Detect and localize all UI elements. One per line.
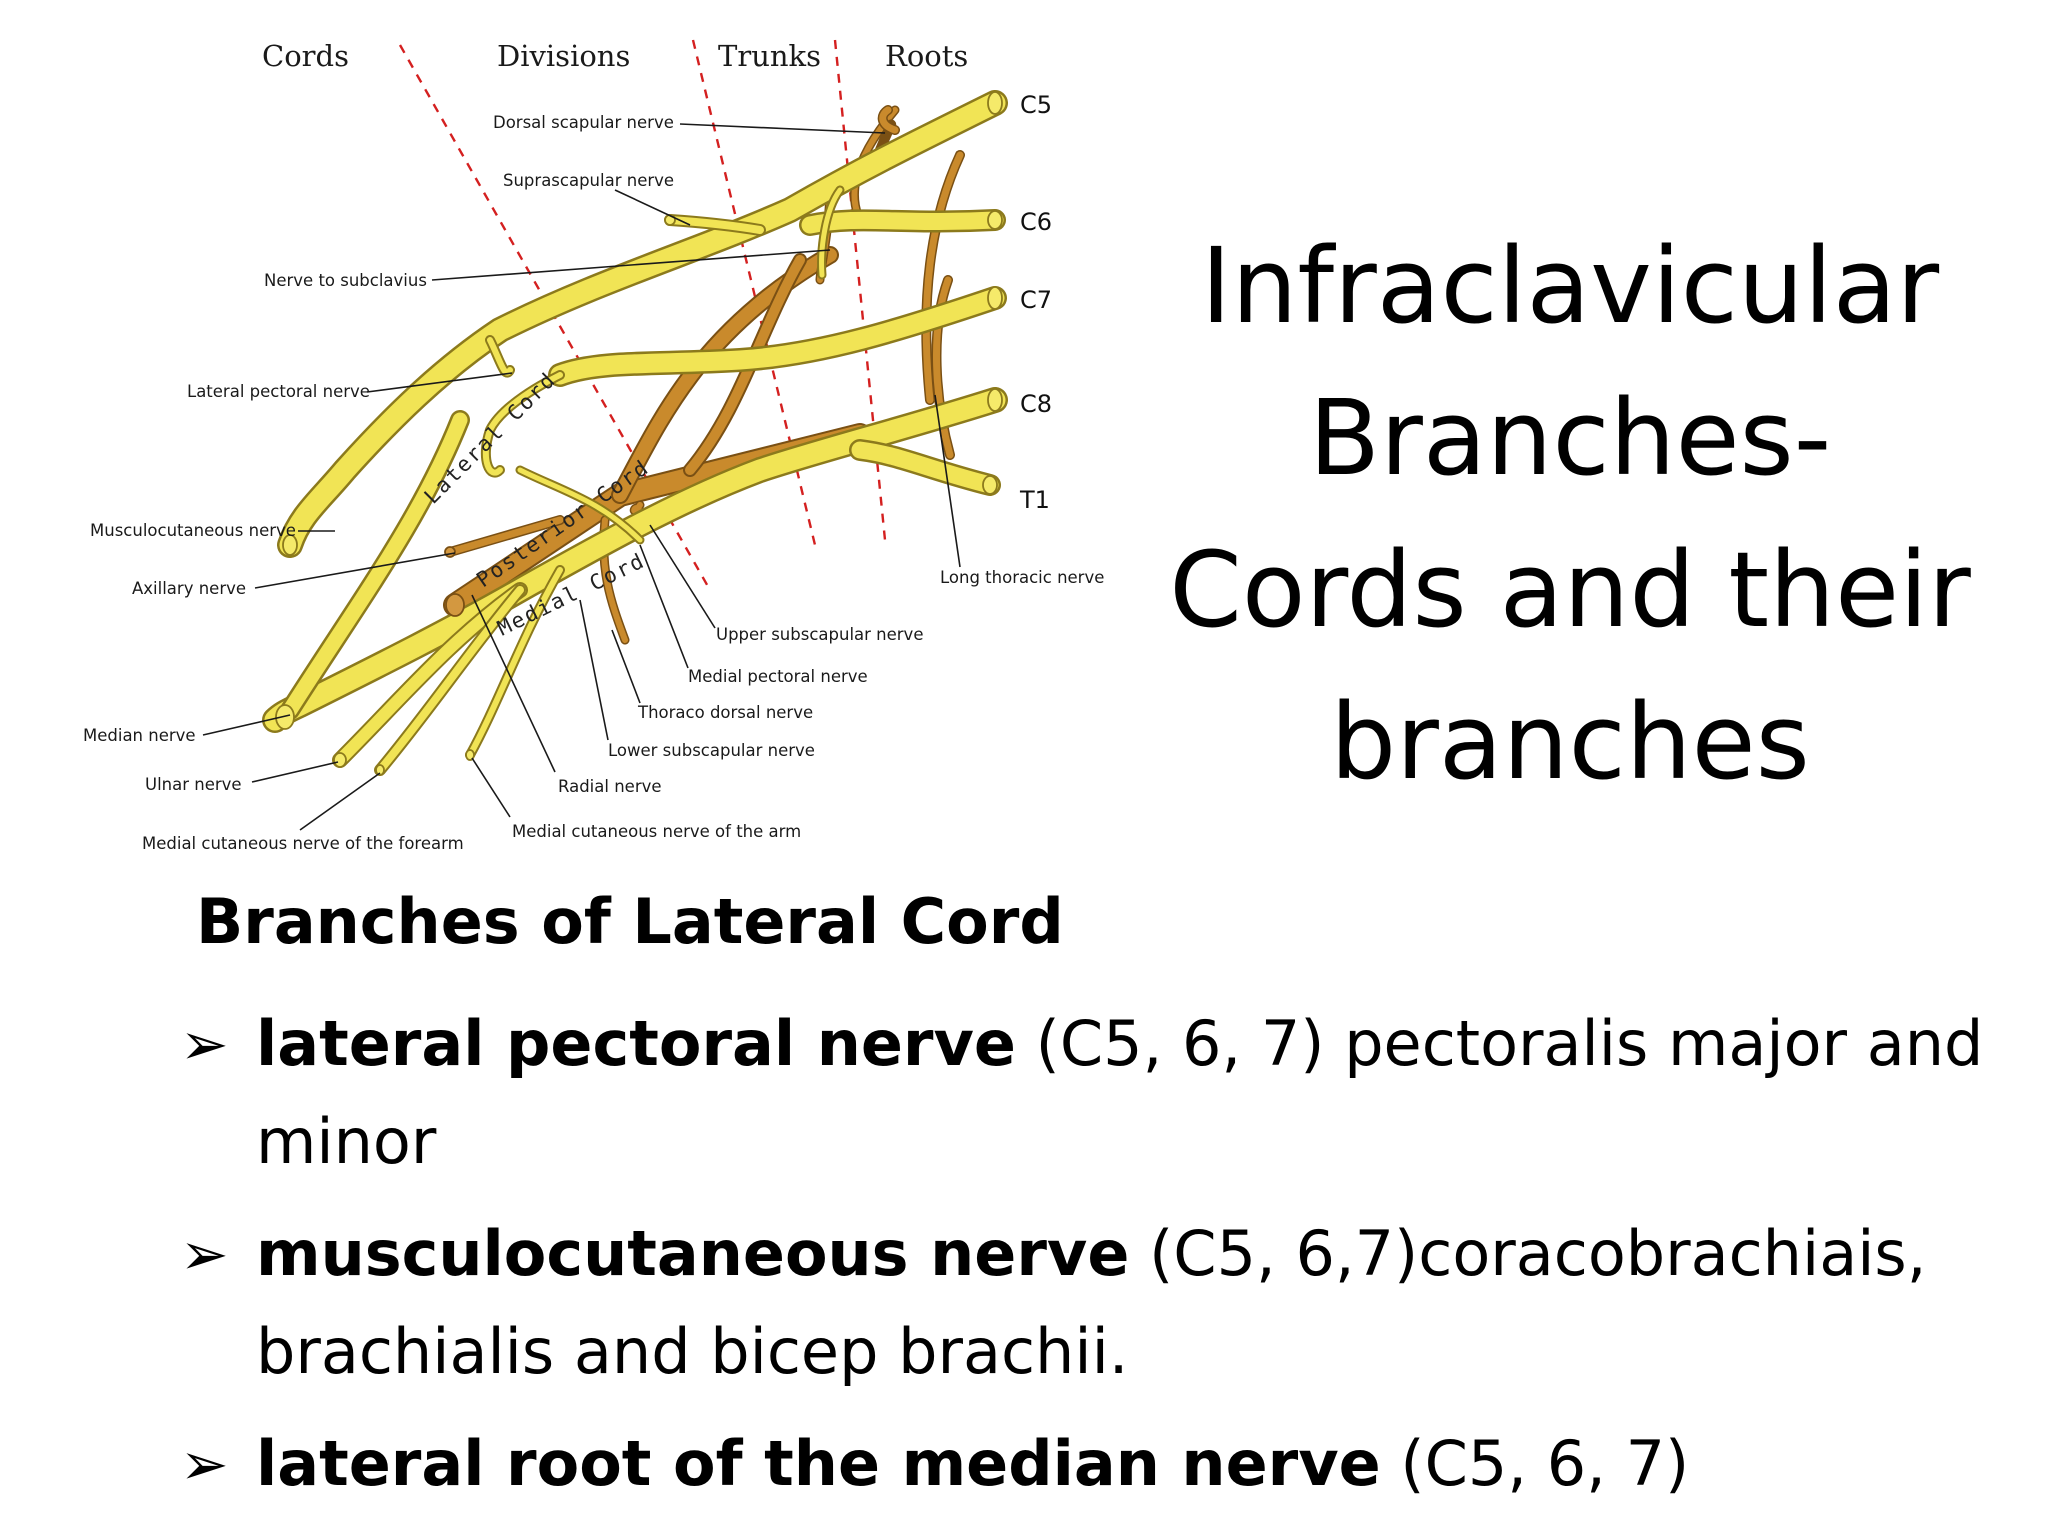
label-dorsal-scapular-nerve: Dorsal scapular nerve <box>493 113 674 132</box>
bullet-item: ➢ musculocutaneous nerve (C5, 6,7)coraco… <box>180 1205 2000 1401</box>
label-musculocutaneous-nerve: Musculocutaneous nerve <box>90 521 296 540</box>
posterior-cord-nerves <box>443 105 965 645</box>
root-label-c6: C6 <box>1020 208 1052 236</box>
label-radial-nerve: Radial nerve <box>558 777 662 796</box>
yellow-nerves <box>262 90 1008 776</box>
label-upper-subscapular-nerve: Upper subscapular nerve <box>716 625 923 644</box>
label-medial-cutaneous-forearm: Medial cutaneous nerve of the forearm <box>142 834 464 853</box>
nerve-cut-ends <box>275 91 1003 776</box>
label-axillary-nerve: Axillary nerve <box>132 579 246 598</box>
root-label-c7: C7 <box>1020 286 1052 314</box>
label-medial-cutaneous-arm: Medial cutaneous nerve of the arm <box>512 822 801 841</box>
title-line-2: Branches- <box>1308 377 1832 499</box>
section-heading: Branches of Lateral Cord <box>196 885 1064 958</box>
bullet-item: ➢ lateral pectoral nerve (C5, 6, 7) pect… <box>180 995 2000 1191</box>
label-median-nerve: Median nerve <box>83 726 196 745</box>
zone-label-trunks: Trunks <box>718 39 821 73</box>
title-line-4: branches <box>1330 681 1810 803</box>
bullet-text: musculocutaneous nerve (C5, 6,7)coracobr… <box>256 1205 2000 1401</box>
bullet-text: lateral pectoral nerve (C5, 6, 7) pector… <box>256 995 2000 1191</box>
label-ulnar-nerve: Ulnar nerve <box>145 775 242 794</box>
bullet-detail: (C5, 6, 7) <box>1380 1427 1690 1500</box>
brachial-plexus-diagram: Cords Divisions Trunks Roots C5 C6 C7 C8… <box>83 39 1104 853</box>
label-medial-pectoral-nerve: Medial pectoral nerve <box>688 667 868 686</box>
zone-label-divisions: Divisions <box>497 39 630 73</box>
label-long-thoracic-nerve: Long thoracic nerve <box>940 568 1104 587</box>
bullet-text: lateral root of the median nerve (C5, 6,… <box>256 1415 2000 1513</box>
bullet-bold-term: musculocutaneous nerve <box>256 1217 1130 1290</box>
zone-headers: Cords Divisions Trunks Roots <box>262 39 968 73</box>
label-lateral-pectoral-nerve: Lateral pectoral nerve <box>187 382 370 401</box>
root-label-c8: C8 <box>1020 390 1052 418</box>
arrow-bullet-icon: ➢ <box>180 1220 229 1288</box>
label-suprascapular-nerve: Suprascapular nerve <box>503 171 674 190</box>
root-label-c5: C5 <box>1020 91 1052 119</box>
root-labels: C5 C6 C7 C8 T1 <box>1019 91 1052 514</box>
bullet-detail: (C5, 6,7)coracobrachiais, brachialis and… <box>256 1217 1927 1388</box>
label-nerve-to-subclavius: Nerve to subclavius <box>264 271 427 290</box>
zone-label-roots: Roots <box>885 39 968 73</box>
arrow-bullet-icon: ➢ <box>180 1010 229 1078</box>
slide-title: Infraclavicular Branches- Cords and thei… <box>1150 210 1990 818</box>
title-line-3: Cords and their <box>1169 529 1971 651</box>
zone-label-cords: Cords <box>262 39 349 73</box>
bullet-bold-term: lateral pectoral nerve <box>256 1007 1016 1080</box>
label-lower-subscapular-nerve: Lower subscapular nerve <box>608 741 815 760</box>
arrow-bullet-icon: ➢ <box>180 1430 229 1498</box>
title-line-1: Infraclavicular <box>1200 225 1940 347</box>
bullet-bold-term: lateral root of the median nerve <box>256 1427 1381 1500</box>
bullet-detail: (C5, 6, 7) pectoralis major and minor <box>256 1007 1984 1178</box>
root-label-t1: T1 <box>1019 486 1050 514</box>
leader-lines <box>202 123 961 831</box>
label-thoracodorsal-nerve: Thoraco dorsal nerve <box>637 703 813 722</box>
nerve-labels: Dorsal scapular nerve Suprascapular nerv… <box>83 113 1104 853</box>
bullet-item: ➢ lateral root of the median nerve (C5, … <box>180 1415 2000 1513</box>
